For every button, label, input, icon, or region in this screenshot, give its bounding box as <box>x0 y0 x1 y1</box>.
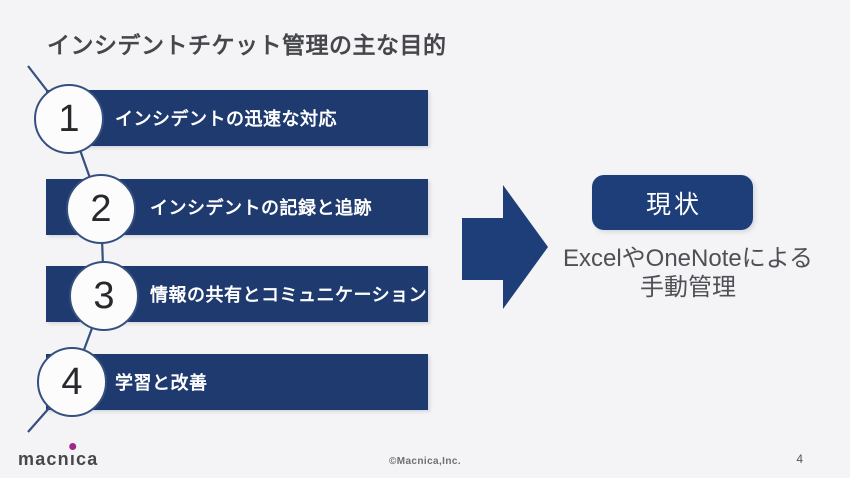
process-step-label-1: インシデントの迅速な対応 <box>115 109 337 129</box>
status-badge: 現状 <box>592 175 753 230</box>
process-step-label-2: インシデントの記録と追跡 <box>150 198 372 218</box>
process-step-number-2: 2 <box>90 188 112 230</box>
page-title: インシデントチケット管理の主な目的 <box>47 32 447 58</box>
process-step-number-4: 4 <box>61 361 83 403</box>
logo-text-left: macn <box>18 449 70 469</box>
status-description-line1: ExcelやOneNoteによる <box>562 245 814 272</box>
process-step-circle-4: 4 <box>37 347 107 417</box>
process-step-label-3: 情報の共有とコミュニケーション <box>150 285 428 305</box>
status-badge-label: 現状 <box>645 190 702 219</box>
right-arrow-icon <box>462 185 548 309</box>
process-step-number-1: 1 <box>58 98 80 140</box>
copyright-text: ©Macnica,Inc. <box>388 456 462 467</box>
logo-i-dot-icon: ı <box>69 449 77 469</box>
process-step-circle-2: 2 <box>66 174 136 244</box>
page-number: 4 <box>796 452 803 466</box>
status-description-line2: 手動管理 <box>640 274 736 301</box>
status-description: ExcelやOneNoteによる 手動管理 <box>548 244 828 302</box>
process-step-label-4: 学習と改善 <box>115 373 208 393</box>
process-step-bar-4: 学習と改善 <box>46 354 428 410</box>
process-step-circle-1: 1 <box>34 84 104 154</box>
process-step-bar-1: インシデントの迅速な対応 <box>46 90 428 146</box>
process-step-number-3: 3 <box>93 275 115 317</box>
logo-text-right: ca <box>76 449 99 469</box>
process-step-circle-3: 3 <box>69 261 139 331</box>
